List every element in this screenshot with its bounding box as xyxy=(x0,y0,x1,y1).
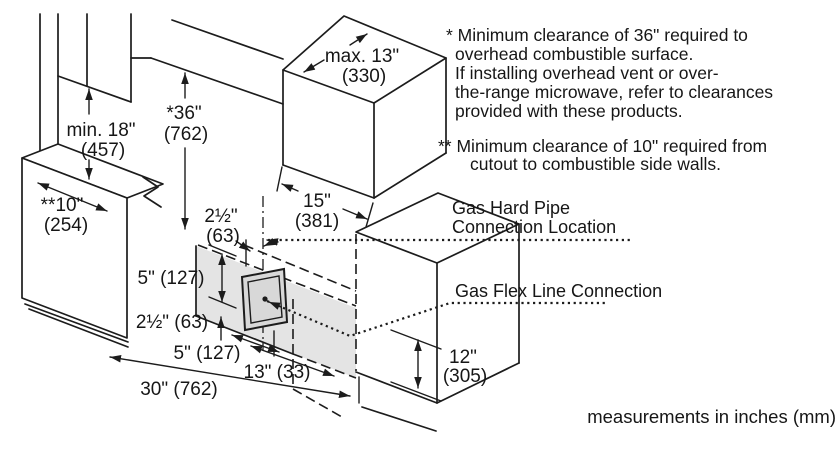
dim-36-label: *36" xyxy=(166,103,201,124)
footnote-10-line2: cutout to combustible side walls. xyxy=(470,154,721,174)
gas-flex-line-callout: Gas Flex Line Connection xyxy=(266,281,662,338)
dim-2-5-lower-label: 2½" (63) xyxy=(136,312,208,333)
break-line xyxy=(142,176,162,208)
dim-2-5-top: 2½" (63) xyxy=(204,206,276,267)
footnote-36-line5: provided with these products. xyxy=(455,101,683,121)
footnote-36-line1: * Minimum clearance of 36" required to xyxy=(446,25,748,45)
dim-min-18-mm: (457) xyxy=(81,140,125,161)
units-note: measurements in inches (mm) xyxy=(587,406,836,427)
gas-connection-point xyxy=(262,296,268,302)
dim-min-18: min. 18" (457) xyxy=(66,88,136,180)
dim-max-13: max. 13" (330) xyxy=(303,33,399,87)
dim-12-label: 12" xyxy=(449,347,477,368)
dim-max-13-label: max. 13" xyxy=(325,46,399,67)
dim-30: 30" (762) xyxy=(109,355,360,404)
dim-min-18-label: min. 18" xyxy=(66,120,135,141)
dim-2-5-top-mm: (63) xyxy=(206,226,240,247)
dim-15: 15" (381) xyxy=(276,166,374,232)
dim-36-mm: (762) xyxy=(164,124,208,145)
dim-5-bottom-label: 5" (127) xyxy=(174,343,241,364)
dim-5-upper-label: 5" (127) xyxy=(138,268,205,289)
footnote-36: * Minimum clearance of 36" required to o… xyxy=(446,25,773,121)
dim-15-label: 15" xyxy=(303,191,331,212)
gas-hard-pipe-label-line1: Gas Hard Pipe xyxy=(452,198,570,218)
dim-5-upper: 5" (127) xyxy=(138,244,237,309)
footnote-10: ** Minimum clearance of 10" required fro… xyxy=(438,136,767,174)
gas-hard-pipe-callout: Gas Hard Pipe Connection Location xyxy=(266,198,633,246)
wall-lines xyxy=(39,13,59,152)
footnote-36-line4: the-range microwave, refer to clearances xyxy=(455,82,773,102)
dim-12: 12" (305) xyxy=(390,329,487,402)
dim-2-5-top-label: 2½" xyxy=(204,206,237,227)
gas-flex-line-label: Gas Flex Line Connection xyxy=(455,281,662,301)
gas-connection-box xyxy=(240,267,289,332)
footnote-36-line2: overhead combustible surface. xyxy=(455,44,693,64)
soffit-cabinet xyxy=(130,19,284,105)
dim-36: *36" (762) xyxy=(164,72,208,230)
dim-10: **10" (254) xyxy=(37,182,108,236)
right-range-unit xyxy=(355,192,520,432)
dim-12-mm: (305) xyxy=(443,366,487,387)
dim-max-13-mm: (330) xyxy=(342,66,386,87)
dim-2-5-lower: 2½" (63) xyxy=(136,312,225,341)
gas-hard-pipe-label-line2: Connection Location xyxy=(452,217,616,237)
dim-10-mm: (254) xyxy=(44,215,88,236)
footnote-10-line1: ** Minimum clearance of 10" required fro… xyxy=(438,136,767,156)
dim-30-label: 30" (762) xyxy=(140,379,218,400)
overhead-cabinet xyxy=(282,15,447,199)
dim-10-label: **10" xyxy=(41,195,84,216)
footnote-36-line3: If installing overhead vent or over- xyxy=(455,63,719,83)
flex-line-leader xyxy=(266,299,606,338)
dim-15-mm: (381) xyxy=(295,211,339,232)
